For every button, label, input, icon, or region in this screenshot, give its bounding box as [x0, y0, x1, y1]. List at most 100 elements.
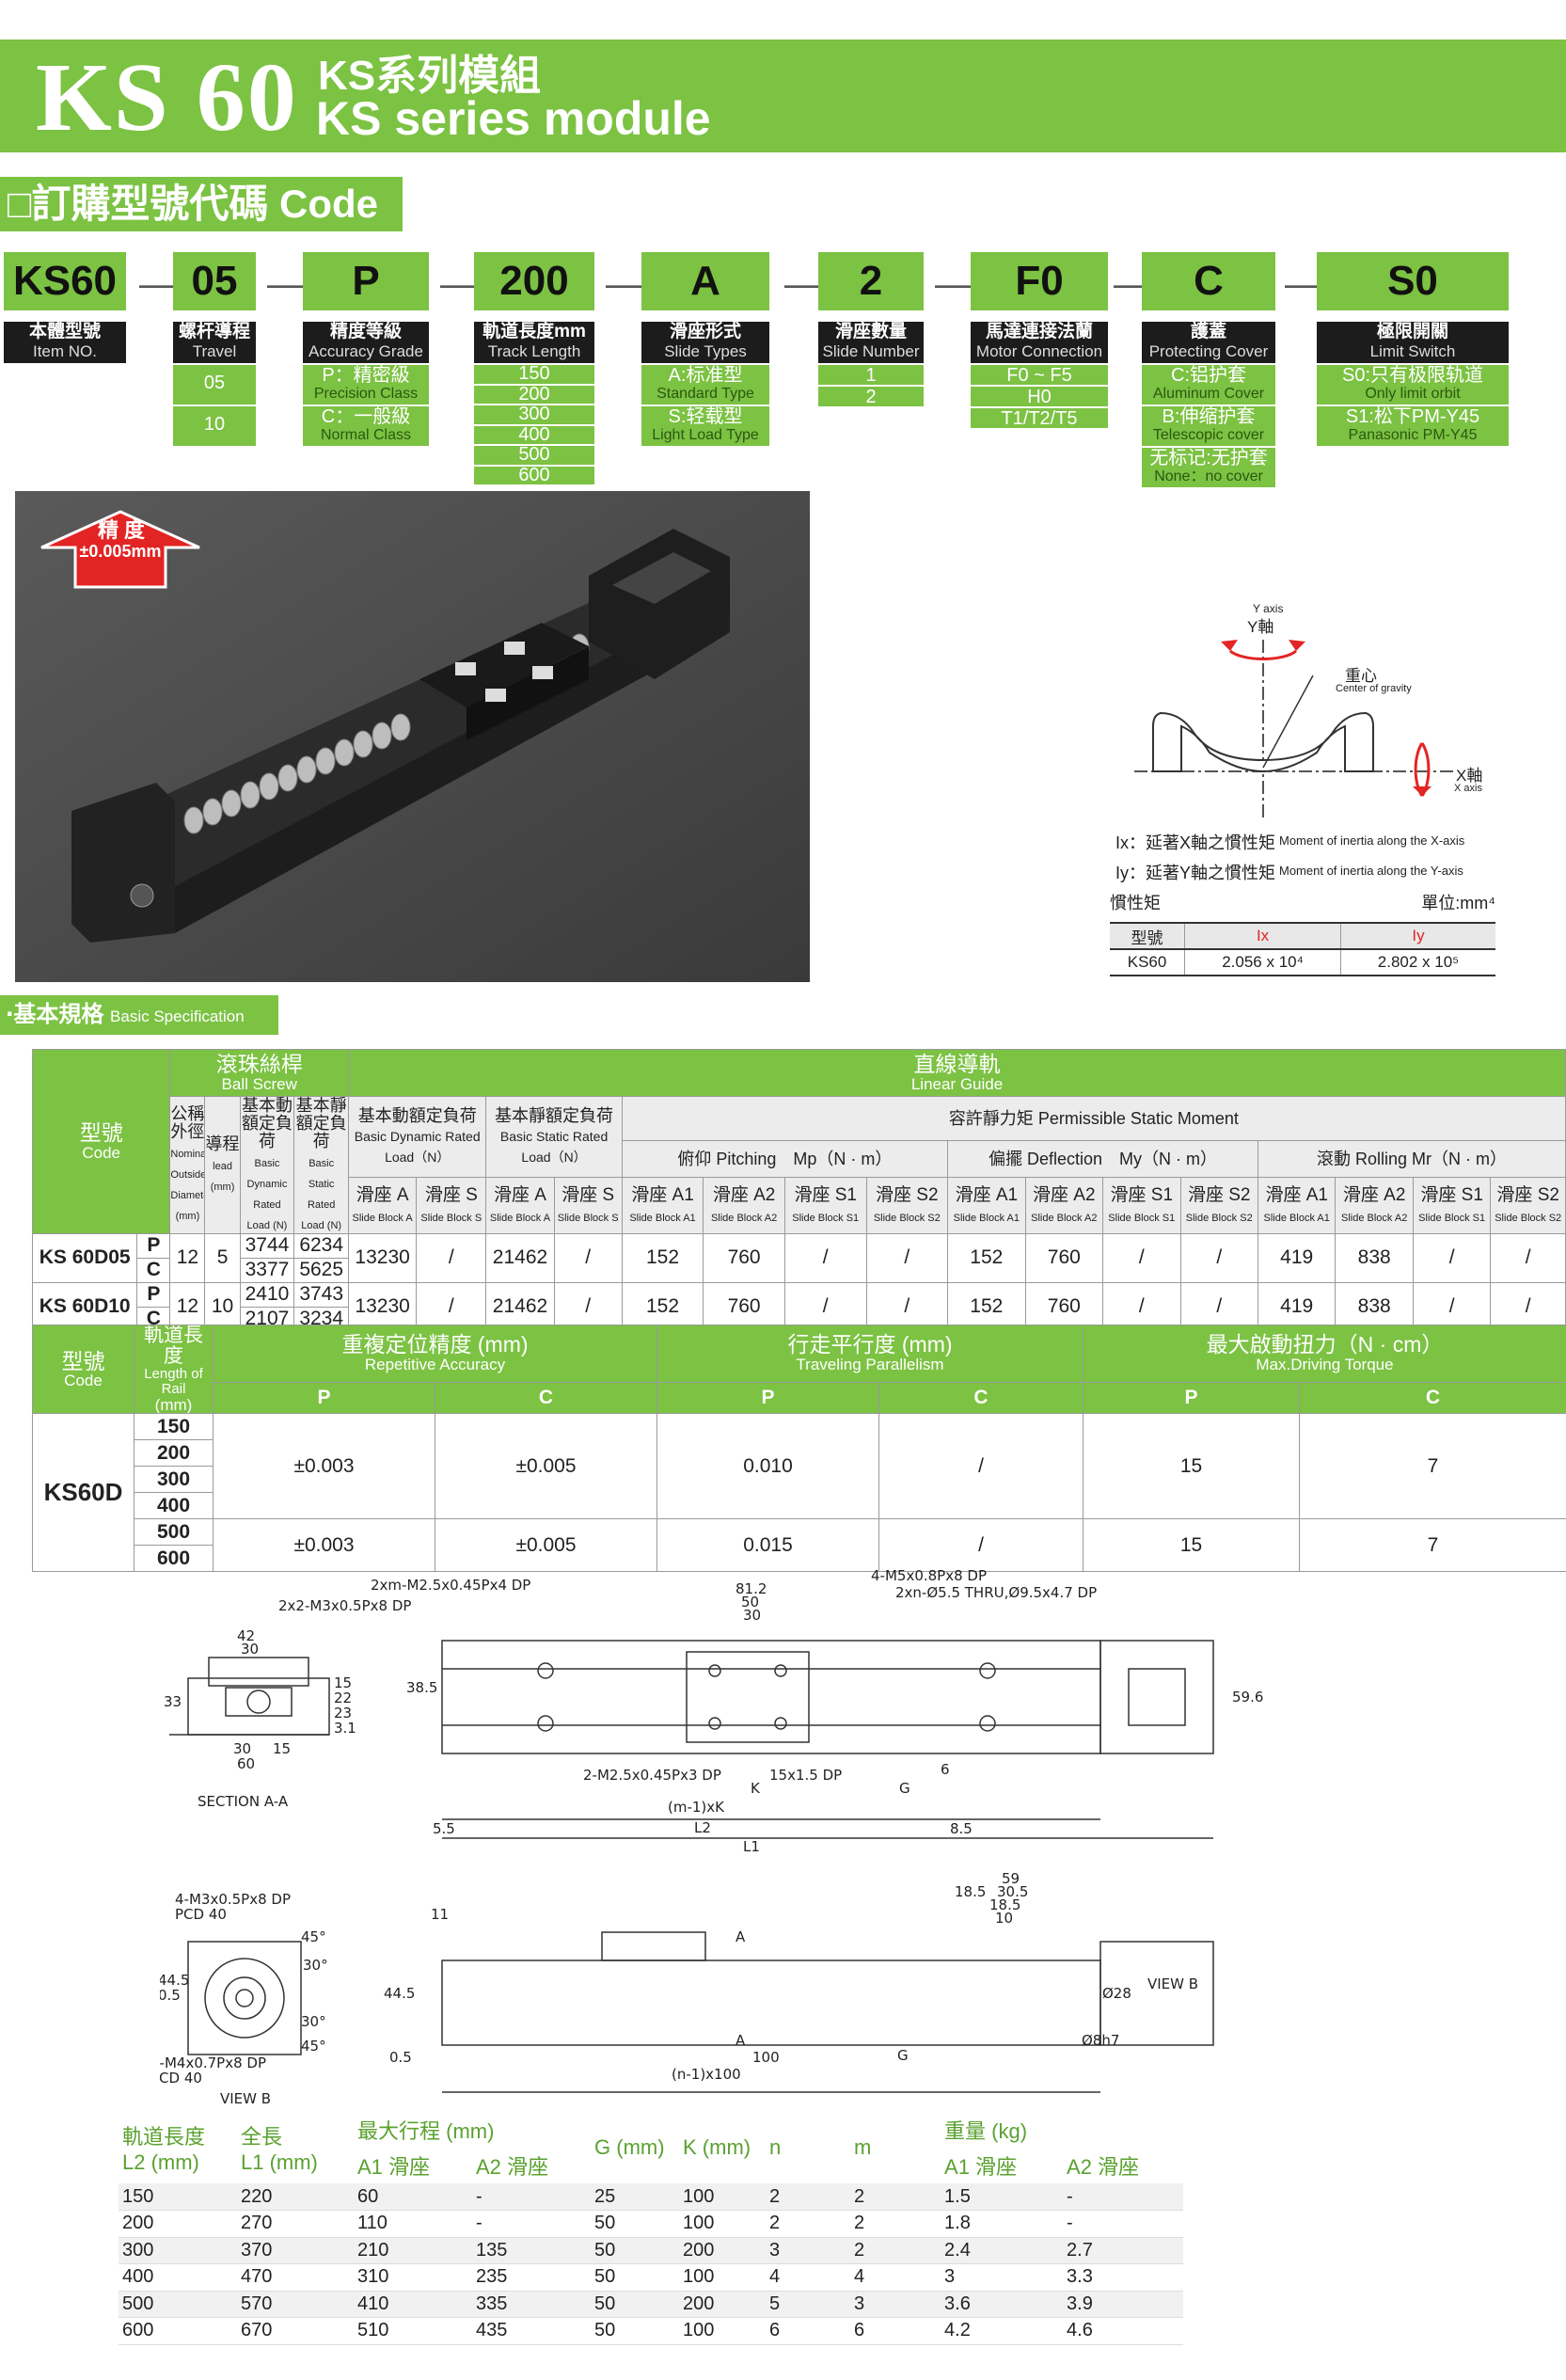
precision-label: 精 度: [97, 518, 146, 542]
inertia-header: 型號: [1110, 922, 1185, 950]
spec-cell: 419: [1257, 1232, 1337, 1283]
spec2-cell: 0.015: [656, 1518, 879, 1573]
cell: 2: [766, 2210, 851, 2238]
spec-section-title: ‧基本規格 Basic Specification: [0, 995, 278, 1035]
cell: 100: [679, 2263, 767, 2292]
cell: 200: [679, 2291, 767, 2318]
spec-cell: 152: [947, 1232, 1026, 1283]
spec-cell: /: [1490, 1232, 1566, 1283]
code-box-slide-type: A: [641, 252, 769, 310]
col-a1: A1 滑座: [357, 2155, 431, 2179]
cell: 200: [119, 2210, 237, 2238]
option-item: T1/T2/T5: [971, 408, 1108, 429]
inertia-unit: 單位:mm⁴: [1421, 894, 1495, 912]
cell: 370: [237, 2237, 354, 2264]
col-a1: A1 滑座: [944, 2155, 1018, 2179]
spec2-cell: 15: [1083, 1413, 1300, 1520]
inertia-cell: 2.056 x 10⁴: [1184, 948, 1341, 976]
dim-text: 3.1: [334, 1720, 356, 1737]
option-item: 300: [474, 405, 594, 424]
note-text: L2: [694, 1819, 711, 1836]
cell: 6: [766, 2317, 851, 2345]
spec-cell: /: [1490, 1281, 1566, 1332]
cell: 400: [119, 2263, 237, 2292]
cell: 25: [591, 2183, 680, 2211]
ix-description-en: Moment of inertia along the X-axis: [1279, 833, 1465, 848]
dim-text: 18.5: [955, 1883, 986, 1900]
precision-badge: [40, 510, 200, 589]
cell: -: [472, 2183, 592, 2211]
cell: 2: [850, 2183, 941, 2211]
option-item: 05: [173, 365, 256, 405]
side-view: [441, 1931, 1214, 2093]
spec-cell: 152: [621, 1232, 704, 1283]
cell: 4.2: [941, 2317, 1064, 2345]
note-text: K: [751, 1780, 761, 1797]
spec-cell: 3744: [239, 1232, 295, 1259]
dim-text: 15: [273, 1740, 291, 1757]
inertia-title: 慣性矩: [1110, 894, 1161, 912]
grade-p-header: P: [1083, 1381, 1300, 1415]
spec-row-grade: P: [136, 1281, 171, 1308]
cell: 4: [766, 2263, 851, 2292]
note-text: G: [899, 1780, 910, 1797]
dim-text: 100: [752, 2049, 780, 2066]
note-text: 4-M4x0.7Px8 DP: [160, 2055, 266, 2071]
inertia-table-block: 慣性矩 單位:mm⁴ 型號 Ix Iy KS60 2.056 x 10⁴ 2.8…: [1110, 890, 1495, 976]
note-text: VIEW B: [1147, 1975, 1198, 1992]
deflection-header: 偏擺 Deflection My（N · m）: [947, 1140, 1258, 1179]
note-text: 2xm-M2.5x0.45Px4 DP: [371, 1577, 530, 1594]
section-a-a-view: [169, 1657, 330, 1736]
dash: —: [440, 263, 478, 305]
col-n: n: [769, 2135, 782, 2159]
cell: 3: [850, 2291, 941, 2318]
inertia-table: 型號 Ix Iy KS60 2.056 x 10⁴ 2.802 x 10⁵: [1110, 922, 1495, 976]
dim-text: 33: [164, 1693, 182, 1710]
spec-cell: 152: [621, 1281, 704, 1332]
spec-cell: /: [416, 1232, 487, 1283]
dim-text: 30: [233, 1740, 251, 1757]
spec-row-grade: C: [136, 1257, 171, 1283]
spec-cell: /: [865, 1232, 949, 1283]
spec-cell: 760: [703, 1232, 785, 1283]
note-text: 15x1.5 DP: [769, 1767, 842, 1784]
spec-row-code: KS 60D10: [31, 1281, 138, 1332]
cell: 335: [472, 2291, 592, 2318]
note-text: A: [736, 1928, 746, 1945]
code-box-travel: 05: [173, 252, 256, 310]
spec-cell: 12: [169, 1232, 206, 1283]
cell: 235: [472, 2263, 592, 2292]
code-box-accuracy: P: [303, 252, 429, 310]
cell: 6: [850, 2317, 941, 2345]
cell: 220: [237, 2183, 354, 2211]
ix-description: Ix：延著X軸之慣性矩: [1115, 833, 1276, 852]
option-item: 600: [474, 466, 594, 484]
y-axis-en: Y axis: [1253, 602, 1284, 615]
note-text: 2-M2.5x0.45Px3 DP: [583, 1767, 721, 1784]
spec-cell: 21462: [485, 1232, 555, 1283]
dim-text: 59: [1002, 1870, 1020, 1887]
cell: 50: [591, 2291, 680, 2318]
note-text: 4-M3x0.5Px8 DP: [175, 1891, 291, 1908]
cell: 60: [354, 2183, 472, 2211]
cell: 3: [941, 2263, 1064, 2292]
col-k: K (mm): [683, 2135, 751, 2159]
